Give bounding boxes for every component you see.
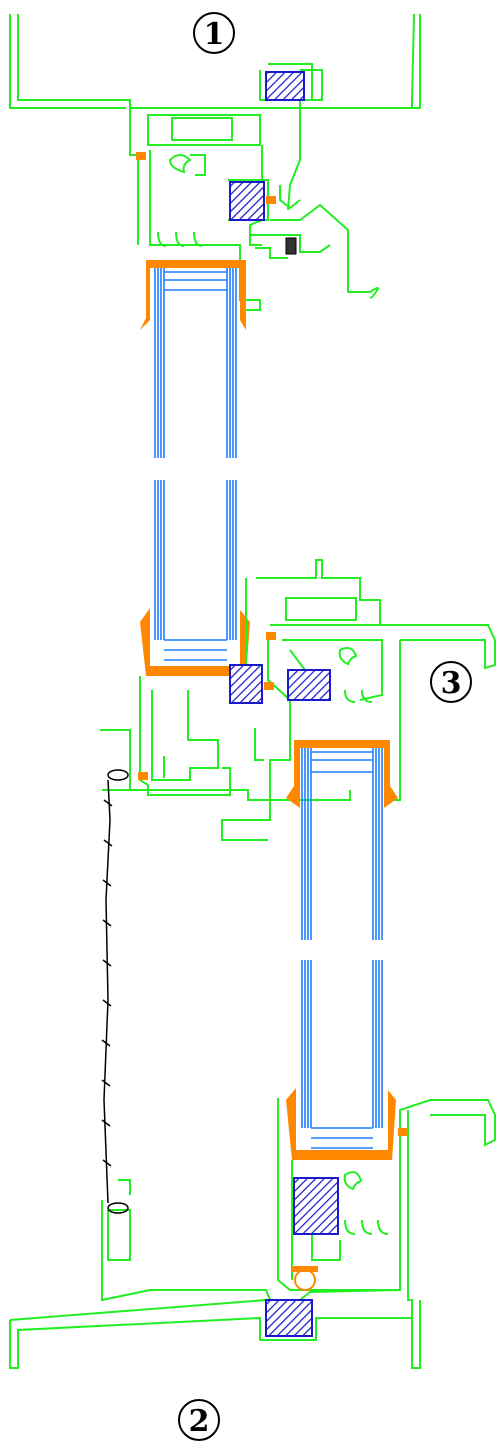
sash-seal-block-top: [229, 181, 265, 221]
lower-glass-unit: [286, 740, 398, 1160]
sill-seal-upper: [293, 1177, 339, 1235]
gasket-pin-5: [138, 772, 148, 780]
label-1-marker: 1: [193, 12, 235, 54]
gasket-pin-2: [266, 196, 276, 204]
label-1-text: 1: [204, 17, 225, 52]
gasket-pin-3: [266, 632, 276, 640]
label-3-marker: 3: [430, 661, 472, 703]
sill-seal-lower: [265, 1299, 313, 1337]
operating-cable: [101, 769, 129, 1214]
gasket-pin-4: [264, 682, 274, 690]
drain-valve: [292, 1266, 318, 1291]
meeting-seal-right: [287, 669, 331, 701]
head-frame-profile: [9, 13, 421, 311]
gasket-pin-1: [136, 152, 146, 160]
sill-frame-profile: [9, 1098, 496, 1369]
label-2-text: 2: [189, 1404, 210, 1439]
label-2-marker: 2: [178, 1399, 220, 1441]
label-3-text: 3: [441, 666, 462, 701]
spring-element: [285, 237, 297, 255]
meeting-rail-profile: [100, 559, 496, 841]
meeting-seal-left: [229, 664, 263, 704]
upper-glass-unit: [140, 260, 250, 676]
head-seal-block: [265, 71, 305, 101]
gasket-pin-6: [398, 1128, 408, 1136]
